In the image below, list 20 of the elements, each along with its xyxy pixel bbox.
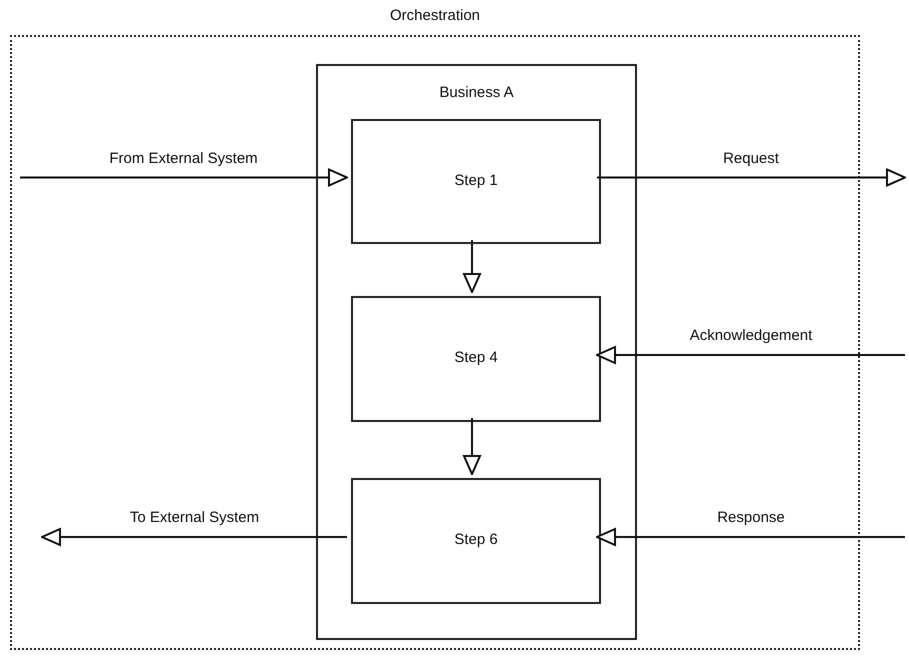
step-label: Step 6 xyxy=(454,531,498,548)
arrow xyxy=(597,168,906,186)
step-label: Step 1 xyxy=(454,172,498,188)
arrow xyxy=(596,346,905,364)
business-container xyxy=(316,64,637,640)
arrow xyxy=(463,418,481,475)
arrow xyxy=(463,240,481,293)
group-title: Business A xyxy=(439,84,514,101)
arrow xyxy=(20,168,348,186)
process-box xyxy=(351,478,601,604)
arrow xyxy=(41,528,347,546)
edge-label: To External System xyxy=(128,509,262,526)
edge-label: Request xyxy=(721,150,781,166)
process-box xyxy=(351,296,601,422)
edge-label: Response xyxy=(715,509,787,526)
process-box xyxy=(351,119,601,244)
step-label: Step 4 xyxy=(454,349,498,366)
edge-label: Acknowledgement xyxy=(688,327,814,344)
arrow xyxy=(596,528,905,546)
group-title: Orchestration xyxy=(390,7,480,24)
